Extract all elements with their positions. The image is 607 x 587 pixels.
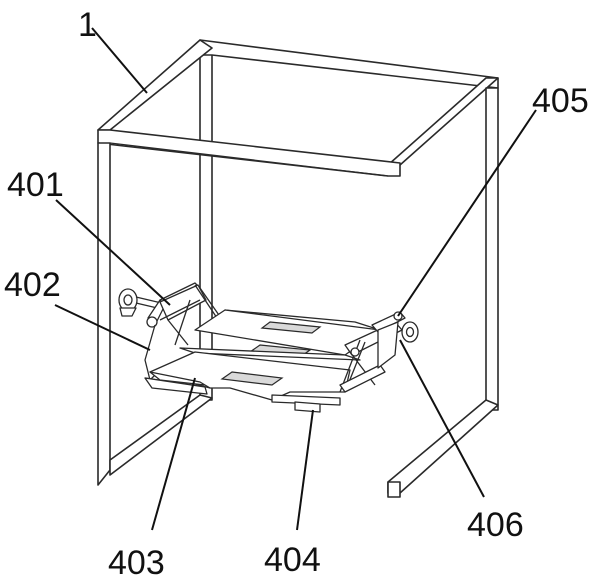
frame-beam-front xyxy=(97,129,401,177)
leader-404 xyxy=(296,409,314,531)
label-401: 401 xyxy=(7,166,64,204)
leader-406 xyxy=(399,339,485,498)
right-lower-pulley xyxy=(350,347,360,357)
label-406: 406 xyxy=(467,506,524,544)
lifting-platform xyxy=(118,282,419,413)
leader-402 xyxy=(54,304,151,351)
leader-401 xyxy=(55,199,171,306)
frame-foot-right xyxy=(387,399,499,494)
left-truss-plate xyxy=(159,284,207,321)
left-truss-link xyxy=(167,319,189,346)
left-motor-shaft xyxy=(123,294,133,306)
left-motor-bracket xyxy=(119,307,137,317)
frame-structure xyxy=(97,39,499,498)
label-403: 403 xyxy=(108,544,165,582)
label-404: 404 xyxy=(264,541,321,579)
reference-labels: 1 401 402 403 404 405 406 xyxy=(4,6,589,582)
deck-slot-back xyxy=(260,321,322,334)
right-lower-rail xyxy=(339,364,386,393)
right-motor-shaft xyxy=(405,326,415,338)
label-frame: 1 xyxy=(78,6,97,44)
frame-foot-left xyxy=(109,394,213,476)
platform-deck xyxy=(144,309,381,413)
left-roller xyxy=(146,316,158,328)
leader-403 xyxy=(151,377,196,531)
deck-front-lip xyxy=(149,371,211,389)
label-405: 405 xyxy=(532,82,589,120)
frame-beam-back xyxy=(199,39,499,89)
frame-beam-front-edge xyxy=(109,142,389,177)
frame-post-right xyxy=(485,87,499,411)
frame-post-back-left xyxy=(199,47,213,401)
frame-beam-left xyxy=(97,39,213,131)
left-truss xyxy=(144,284,229,381)
leader-1 xyxy=(91,27,148,94)
support-block-foot xyxy=(294,401,321,413)
label-402: 402 xyxy=(4,266,61,304)
leader-lines xyxy=(54,27,537,531)
right-side-plate xyxy=(377,321,399,369)
frame-post-front-left xyxy=(97,142,111,486)
frame-beam-right xyxy=(387,77,499,166)
leader-405 xyxy=(397,109,537,317)
deck-slot-low xyxy=(220,371,284,386)
frame-foot-right-end xyxy=(387,481,401,498)
right-motor-housing xyxy=(401,321,419,343)
left-truss-link-2 xyxy=(174,299,191,346)
right-truss xyxy=(339,311,419,393)
support-block-top xyxy=(271,394,341,406)
left-truss-diag-3 xyxy=(159,299,201,321)
deck-mid-edge xyxy=(179,347,361,361)
